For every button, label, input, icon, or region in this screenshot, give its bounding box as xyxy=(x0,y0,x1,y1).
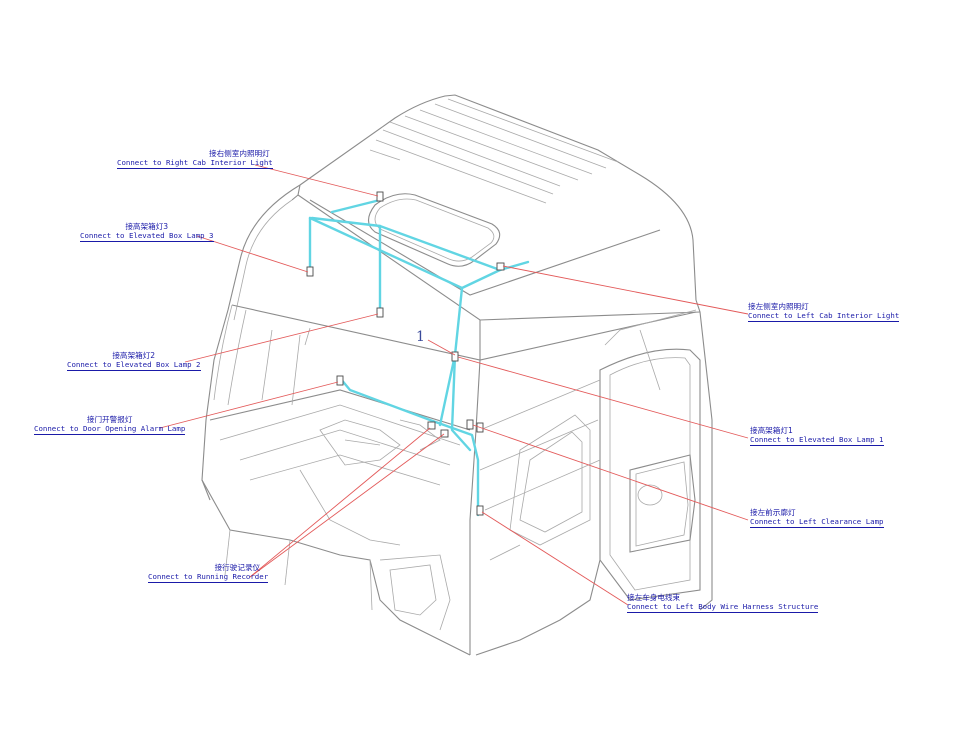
callout-elevated-box-lamp-1: 接高架箱灯1 Connect to Elevated Box Lamp 1 xyxy=(750,426,884,446)
callout-en: Connect to Running Recorder xyxy=(148,572,269,583)
callout-zh: 接高架箱灯2 xyxy=(112,351,156,360)
leader-clearance-lamp xyxy=(472,424,749,521)
callout-en: Connect to Elevated Box Lamp 2 xyxy=(67,360,201,371)
connectors xyxy=(306,191,505,516)
leader-door-alarm xyxy=(159,381,339,429)
connector-box-lamp-1 xyxy=(451,351,459,362)
leader-running-recorder-2 xyxy=(249,433,445,578)
leader-body-harness xyxy=(481,511,629,606)
leader-box-lamp-3 xyxy=(196,235,309,273)
callout-left-cab-interior-light: 接左侧室内照明灯 Connect to Left Cab Interior Li… xyxy=(748,302,900,322)
connector-left-cab-light xyxy=(496,262,505,271)
callout-en: Connect to Left Clearance Lamp xyxy=(750,517,884,528)
leader-part-1 xyxy=(427,339,456,356)
callout-zh: 接门开警报灯 xyxy=(86,415,133,424)
connector-box-lamp-2 xyxy=(376,307,384,318)
callout-zh: 接右侧室内照明灯 xyxy=(208,149,270,158)
callout-en: Connect to Door Opening Alarm Lamp xyxy=(34,424,186,435)
leader-running-recorder-1 xyxy=(249,427,431,578)
part-number-label: 1 xyxy=(416,329,425,345)
connector-running-recorder-b xyxy=(440,429,449,438)
callout-zh: 接行驶记录仪 xyxy=(214,563,261,572)
callout-en: Connect to Left Body Wire Harness Struct… xyxy=(627,602,819,613)
callout-en: Connect to Elevated Box Lamp 1 xyxy=(750,435,884,446)
callout-en: Connect to Elevated Box Lamp 3 xyxy=(80,231,214,242)
callout-en: Connect to Right Cab Interior Light xyxy=(117,158,273,169)
callout-right-cab-interior-light: 接右侧室内照明灯 Connect to Right Cab Interior L… xyxy=(117,149,273,169)
connector-door-alarm xyxy=(336,375,344,386)
callout-left-body-wire-harness: 接左车身电线束 Connect to Left Body Wire Harnes… xyxy=(627,593,819,613)
leader-box-lamp-2 xyxy=(184,313,379,363)
callout-elevated-box-lamp-3: 接高架箱灯3 Connect to Elevated Box Lamp 3 xyxy=(80,222,214,242)
cab-outline xyxy=(201,94,713,656)
connector-running-recorder-a xyxy=(427,421,436,430)
callout-elevated-box-lamp-2: 接高架箱灯2 Connect to Elevated Box Lamp 2 xyxy=(67,351,201,371)
wire-harness xyxy=(308,198,530,517)
callout-left-clearance-lamp: 接左前示廓灯 Connect to Left Clearance Lamp xyxy=(750,508,884,528)
leader-left-cab-light xyxy=(502,265,749,315)
connector-right-cab-light xyxy=(376,191,384,202)
connector-clearance-lamp xyxy=(466,419,474,430)
callout-zh: 接高架箱灯1 xyxy=(750,426,793,435)
callout-zh: 接高架箱灯3 xyxy=(125,222,169,231)
callout-running-recorder: 接行驶记录仪 Connect to Running Recorder xyxy=(148,563,269,583)
callout-door-opening-alarm-lamp: 接门开警报灯 Connect to Door Opening Alarm Lam… xyxy=(34,415,186,435)
leader-right-cab-light xyxy=(254,164,379,197)
leader-box-lamp-1 xyxy=(457,356,749,439)
leader-lines xyxy=(159,164,749,606)
callout-zh: 接左前示廓灯 xyxy=(750,508,796,517)
connector-body-harness xyxy=(476,505,484,516)
callout-zh: 接左车身电线束 xyxy=(627,593,681,602)
callout-zh: 接左侧室内照明灯 xyxy=(748,302,809,311)
callout-en: Connect to Left Cab Interior Light xyxy=(748,311,900,322)
